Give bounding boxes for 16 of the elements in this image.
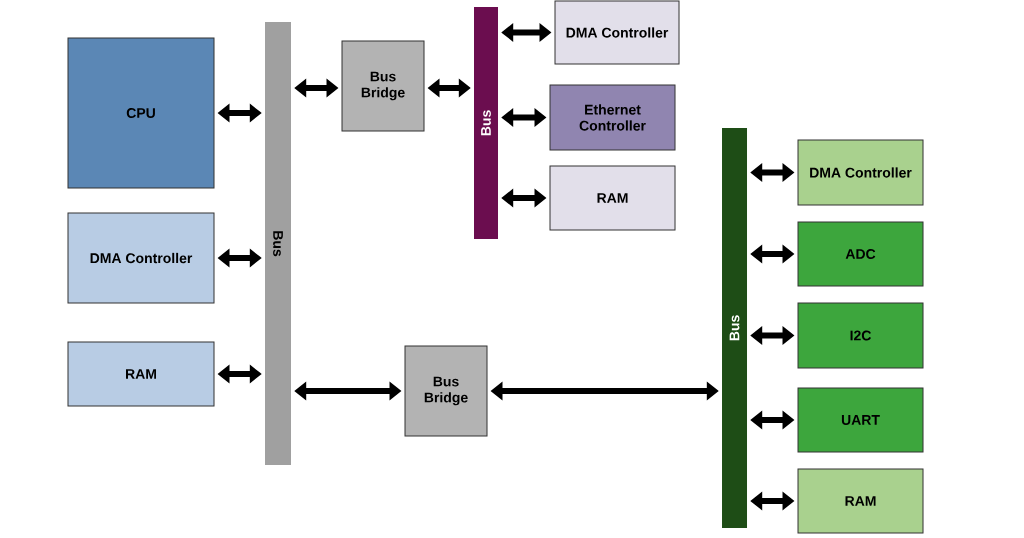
component-box: CPU [67,37,215,189]
component-box: RAM [797,468,924,534]
component-box: UART [797,387,924,453]
component-box: RAM [67,341,215,407]
component-box: DMA Controller [797,139,924,206]
bus-bar: Bus [474,7,498,239]
component-box: I2C [797,302,924,369]
bus-bar: Bus [265,22,291,465]
component-box: Ethernet Controller [549,84,676,151]
component-box: ADC [797,221,924,287]
component-box: RAM [549,165,676,231]
bus-bridge-box: Bus Bridge [404,345,488,437]
bus-bar: Bus [722,128,747,528]
bus-bridge-box: Bus Bridge [341,40,425,132]
component-box: DMA Controller [67,212,215,304]
component-box: DMA Controller [554,0,680,65]
